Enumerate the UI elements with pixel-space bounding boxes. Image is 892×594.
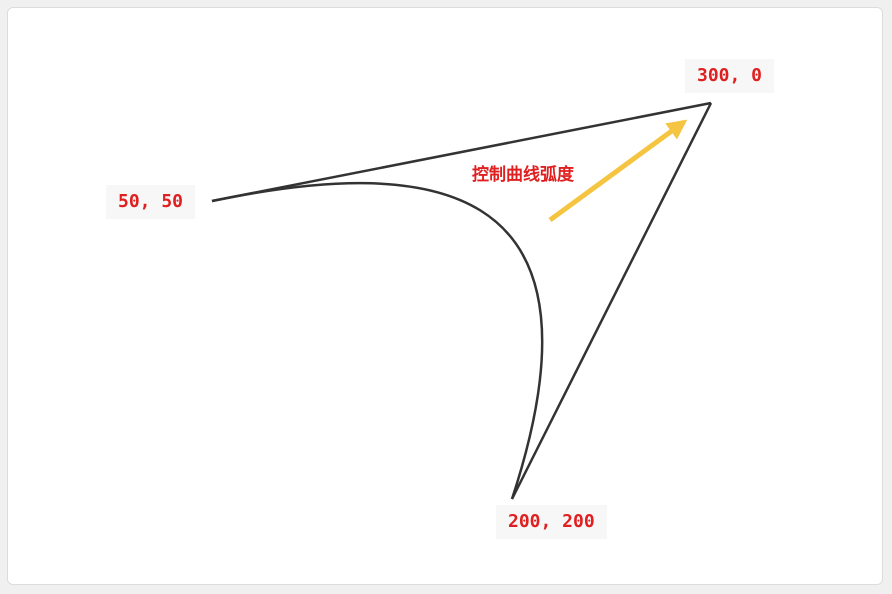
diagram-card [7, 7, 883, 585]
control-line-start-to-control [211, 101, 712, 203]
end-point-label: 200, 200 [496, 505, 607, 539]
control-line-control-to-end [510, 102, 713, 500]
control-point-label: 300, 0 [685, 59, 775, 93]
bezier-curve [211, 181, 544, 500]
direction-arrow [548, 119, 688, 223]
control-curve-caption: 控制曲线弧度 [472, 165, 574, 185]
start-point-label: 50, 50 [106, 185, 196, 219]
